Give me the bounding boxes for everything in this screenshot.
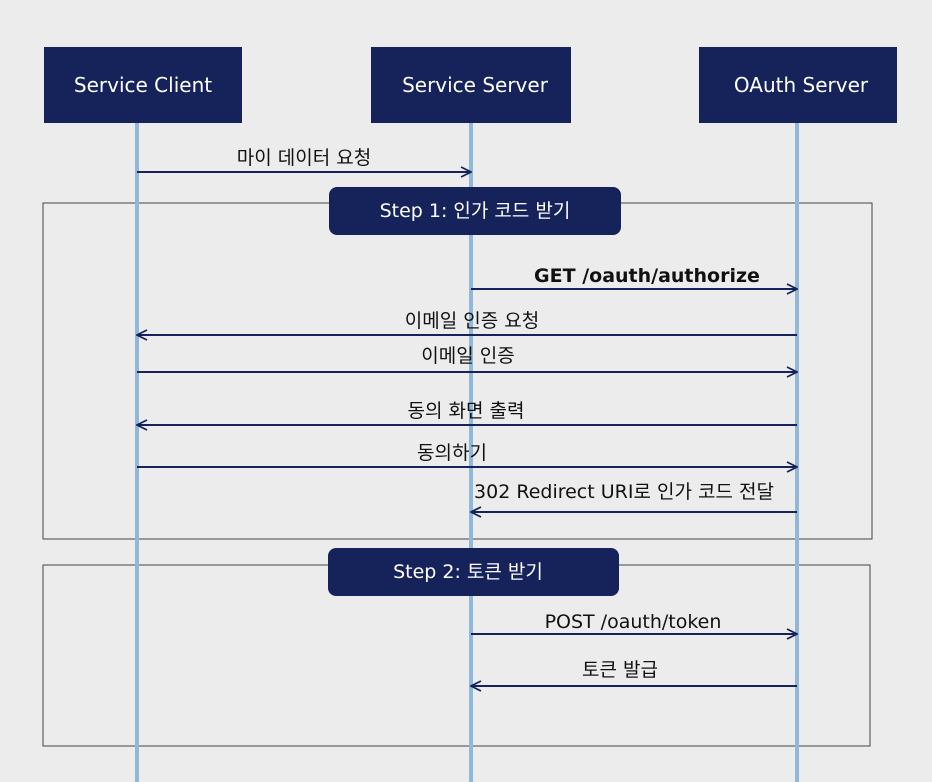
message-label: 이메일 인증 <box>421 345 514 367</box>
message-label: GET /oauth/authorize <box>534 265 760 287</box>
step-label-text: Step 2: 토큰 받기 <box>393 561 543 583</box>
message-label: POST /oauth/token <box>545 611 722 633</box>
message-label: 동의하기 <box>417 442 487 464</box>
message-consent: 동의하기 <box>137 442 797 467</box>
message-email-auth: 이메일 인증 <box>137 345 797 372</box>
message-label: 마이 데이터 요청 <box>237 147 371 169</box>
participant-oauth-server: OAuth Server <box>699 47 897 123</box>
participant-label: OAuth Server <box>734 73 869 97</box>
message-redirect-code: 302 Redirect URI로 인가 코드 전달 <box>471 481 797 512</box>
participant-service-server: Service Server <box>371 47 571 123</box>
step-label-text: Step 1: 인가 코드 받기 <box>380 200 571 222</box>
message-label: 토큰 발급 <box>582 659 658 681</box>
message-email-auth-request: 이메일 인증 요청 <box>137 310 797 335</box>
participant-service-client: Service Client <box>44 47 242 123</box>
step-2-label: Step 2: 토큰 받기 <box>328 548 619 596</box>
participant-label: Service Server <box>402 73 549 97</box>
message-label: 302 Redirect URI로 인가 코드 전달 <box>474 481 774 503</box>
message-consent-screen: 동의 화면 출력 <box>137 400 797 425</box>
message-token-issued: 토큰 발급 <box>471 659 797 686</box>
message-label: 이메일 인증 요청 <box>405 310 539 332</box>
participant-label: Service Client <box>74 73 212 97</box>
step-1-label: Step 1: 인가 코드 받기 <box>329 187 621 235</box>
message-post-token: POST /oauth/token <box>471 611 797 634</box>
message-my-data-request: 마이 데이터 요청 <box>137 147 471 172</box>
message-get-authorize: GET /oauth/authorize <box>471 265 797 289</box>
message-label: 동의 화면 출력 <box>408 400 525 422</box>
